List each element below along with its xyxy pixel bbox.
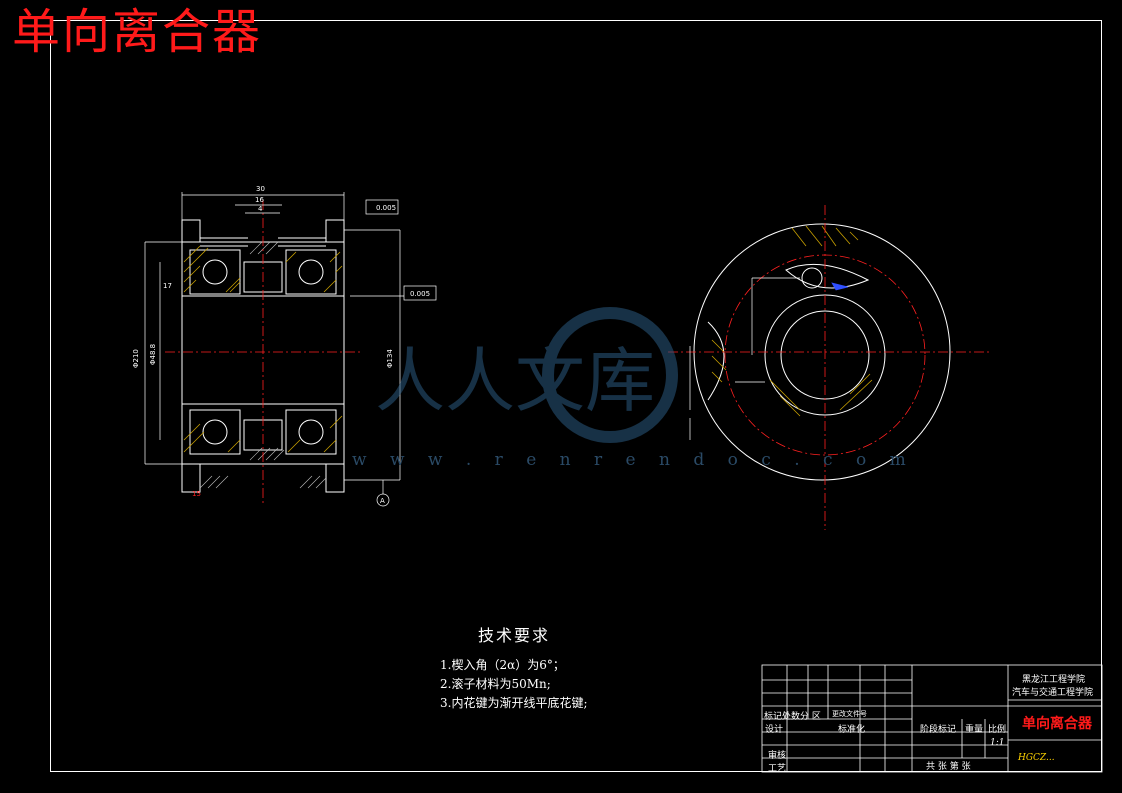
tol-1: 0.005: [376, 204, 396, 212]
upper-left-bearing: [189, 249, 241, 295]
mark-row-label: 标记处数分 区: [764, 712, 821, 722]
requirement-item: 3.内花键为渐开线平底花键;: [440, 696, 588, 710]
section-dimensions: [144, 192, 437, 507]
drawing-number: HGCZ...: [1018, 753, 1055, 763]
bottom-right-flange: [325, 463, 345, 493]
sheets-label: 共 张 第 张: [926, 762, 971, 772]
section-view: [181, 219, 345, 493]
section-dim-text: 30 16 4 Φ210 Φ48.8 Φ134 17 15 A 0.005 0.…: [132, 185, 430, 505]
roller: [801, 267, 823, 289]
watermark-logo: 人人文库: [375, 307, 678, 443]
section-hatching-white: [199, 241, 327, 489]
process-label: 工艺: [768, 764, 787, 774]
watermark-url: w w w . r e n r e n d o c . c o m: [352, 450, 915, 470]
stage-mark-label: 阶段标记: [920, 725, 957, 735]
tol-2: 0.005: [410, 290, 430, 298]
requirement-item: 2.滚子材料为50Mn;: [440, 677, 551, 691]
requirement-item: 1.楔入角（2α）为6°；: [440, 658, 565, 672]
lower-left-ball: [202, 419, 228, 445]
end-view-centerlines: [668, 205, 990, 530]
review-label: 审核: [768, 751, 787, 761]
ratio-label: 比例: [988, 725, 1007, 735]
drawing-title: 单向离合器: [12, 4, 263, 60]
top-left-flange: [181, 219, 201, 243]
end-view-hatching: [711, 225, 873, 417]
school-name: 黑龙江工程学院: [1022, 675, 1086, 685]
top-right-flange: [325, 219, 345, 243]
bottom-left-flange: [181, 463, 201, 493]
department-name: 汽车与交通工程学院: [1012, 688, 1094, 698]
dim-17: 17: [163, 282, 172, 290]
upper-left-ball: [202, 259, 228, 285]
dim-phi134: Φ134: [386, 349, 394, 368]
lower-left-bearing: [189, 409, 241, 455]
requirements-heading: 技术要求: [478, 626, 551, 645]
section-hatching: [183, 245, 343, 453]
drawing-frame: [50, 20, 1102, 772]
datum-a: A: [380, 497, 385, 505]
dim-15: 15: [192, 490, 201, 498]
end-view-dimensions: [689, 277, 849, 440]
weight-label: 重量: [965, 725, 984, 735]
section-centerlines: [165, 200, 360, 505]
scale-value: 1:1: [990, 738, 1005, 748]
watermark-logo-text: 人人文库: [375, 340, 655, 422]
dim-30: 16: [255, 196, 264, 204]
dim-16: 4: [258, 205, 263, 213]
title-block: [761, 664, 1103, 773]
standardize-label: 标准化: [838, 725, 866, 735]
lower-right-bearing: [285, 409, 337, 455]
lower-right-ball: [298, 419, 324, 445]
dim-phi210: Φ210: [132, 349, 140, 368]
file-no-label: 更改文件号: [832, 710, 867, 718]
upper-right-ball: [298, 259, 324, 285]
dim-84: 30: [256, 185, 265, 193]
keyway-arc: [707, 321, 725, 401]
dim-phi48: Φ48.8: [149, 344, 157, 365]
part-name: 单向离合器: [1022, 716, 1092, 732]
roller-pocket: [785, 263, 870, 289]
requirements-list: 1.楔入角（2α）为6°； 2.滚子材料为50Mn; 3.内花键为渐开线平底花键…: [440, 656, 588, 713]
design-label: 设计: [765, 725, 784, 735]
